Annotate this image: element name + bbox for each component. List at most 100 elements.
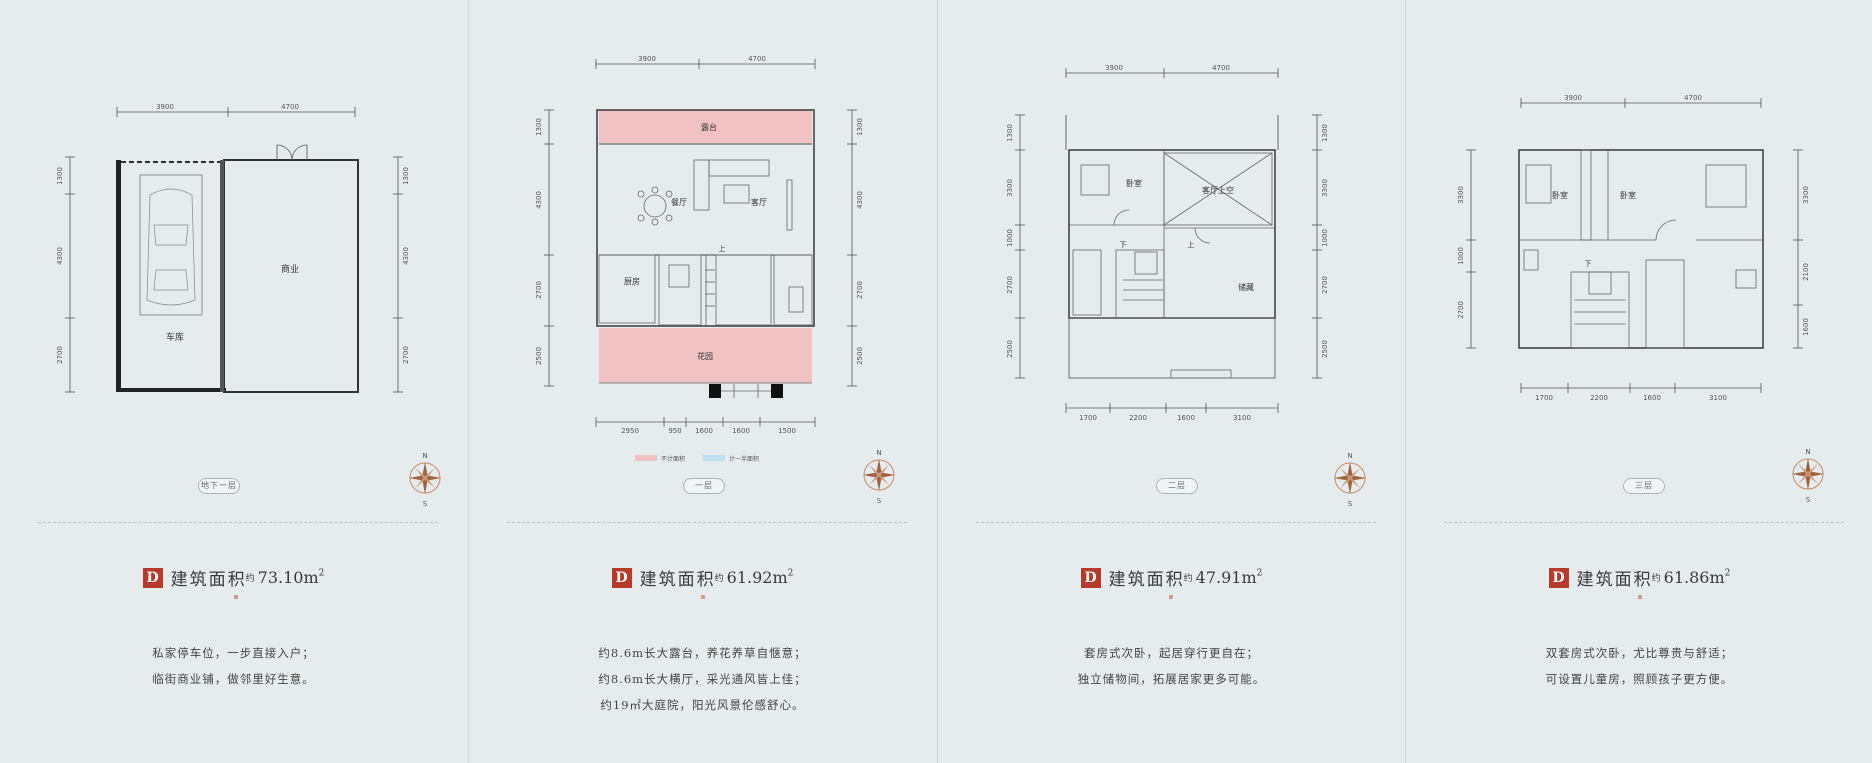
room-bedroom-2: 卧室 (1620, 190, 1636, 200)
panel-basement: 3900 4700 1300 4300 2700 1300 4300 2700 … (0, 0, 467, 763)
svg-text:1000: 1000 (1457, 247, 1465, 265)
stair-up-label: 上 (719, 244, 726, 253)
description: 套房式次卧，起居穿行更自在； 独立储物间，拓展居家更多可能。 (938, 640, 1405, 692)
svg-text:1600: 1600 (1643, 394, 1661, 402)
room-living: 客厅 (751, 197, 767, 207)
svg-text:1300: 1300 (1321, 124, 1329, 142)
divider (38, 522, 438, 523)
svg-text:1700: 1700 (1535, 394, 1553, 402)
svg-text:3300: 3300 (1802, 186, 1810, 204)
basement-floorplan: 3900 4700 1300 4300 2700 1300 4300 2700 … (56, 103, 410, 393)
stair-down-label: 下 (1585, 260, 1592, 268)
panel-first-floor: 3900 4700 1300 4300 2700 2500 1300 4300 … (469, 0, 936, 763)
desc-line: 约19㎡大庭院，阳光风景伦感舒心。 (600, 698, 805, 712)
area-label: 建筑面积 (1576, 570, 1653, 590)
svg-text:1300: 1300 (1006, 124, 1014, 142)
svg-text:3300: 3300 (1006, 179, 1014, 197)
area-unit-sup: 2 (1724, 568, 1731, 579)
svg-text:2100: 2100 (1802, 263, 1810, 281)
svg-text:S: S (1806, 496, 1811, 504)
garden-area (599, 328, 812, 383)
svg-text:2700: 2700 (1457, 301, 1465, 319)
desc-line: 可设置儿童房，照顾孩子更方便。 (1545, 672, 1734, 686)
svg-text:N: N (422, 452, 427, 460)
room-dining: 餐厅 (671, 198, 687, 207)
desc-line: 双套房式次卧，尤比尊贵与舒适； (1545, 646, 1734, 660)
legend-half-area: 计一半面积 (729, 455, 759, 463)
area-unit-sup: 2 (318, 568, 325, 579)
svg-text:2200: 2200 (1590, 394, 1608, 402)
description: 约8.6m长大露台，养花养草自惬意； 约8.6m长大横厅，采光通风皆上佳； 约1… (469, 640, 936, 718)
description: 双套房式次卧，尤比尊贵与舒适； 可设置儿童房，照顾孩子更方便。 (1406, 640, 1872, 692)
ornament (701, 595, 705, 599)
area-value: 47.91m (1195, 568, 1257, 587)
type-badge: D (142, 567, 163, 588)
svg-text:S: S (1348, 500, 1353, 508)
divider (507, 522, 907, 523)
legend-swatch-half-area (703, 455, 725, 461)
floor-label: 三层 (1623, 478, 1665, 494)
svg-text:2700: 2700 (1006, 276, 1014, 294)
area-value: 73.10m (257, 568, 319, 587)
desc-line: 约8.6m长大露台，养花养草自惬意； (598, 646, 807, 660)
dim-left-3: 2700 (56, 346, 64, 364)
stair-up-label: 上 (1188, 240, 1195, 249)
area-label: 建筑面积 (170, 570, 247, 590)
description: 私家停车位，一步直接入户； 临街商业铺，做邻里好生意。 (0, 640, 467, 692)
svg-text:2950: 2950 (621, 427, 639, 435)
svg-text:1000: 1000 (1006, 229, 1014, 247)
first-floor-plan: 3900 4700 1300 4300 2700 2500 1300 4300 … (535, 55, 864, 463)
legend-swatch-no-area (635, 455, 657, 461)
room-bedroom: 卧室 (1126, 178, 1142, 188)
divider (976, 522, 1376, 523)
third-floor-plan: 3900 4700 3300 1000 2700 3300 2100 1600 … (1457, 94, 1810, 402)
area-unit-sup: 2 (1256, 568, 1263, 579)
svg-text:N: N (1347, 452, 1352, 460)
area-unit-sup: 2 (787, 568, 794, 579)
dim-right-1: 1300 (402, 167, 410, 185)
svg-text:1600: 1600 (1802, 318, 1810, 336)
svg-text:4700: 4700 (1212, 64, 1230, 72)
room-living-void: 客厅上空 (1202, 185, 1234, 195)
panel-separator (937, 0, 938, 763)
svg-text:4300: 4300 (535, 191, 543, 209)
room-terrace: 露台 (701, 122, 717, 132)
svg-text:1600: 1600 (732, 427, 750, 435)
divider (1444, 522, 1844, 523)
ornament (234, 595, 238, 599)
dim-right-2: 4300 (402, 247, 410, 265)
svg-text:S: S (877, 497, 882, 505)
svg-text:3900: 3900 (638, 55, 656, 63)
dim-left-1: 1300 (56, 167, 64, 185)
svg-text:1000: 1000 (1321, 229, 1329, 247)
floor-label: 二层 (1156, 478, 1198, 494)
dim-right-3: 2700 (402, 346, 410, 364)
svg-text:2700: 2700 (856, 281, 864, 299)
room-garden: 花园 (697, 351, 713, 361)
room-commercial: 商业 (281, 263, 299, 275)
desc-line: 约8.6m长大横厅，采光通风皆上佳； (598, 672, 807, 686)
svg-text:3100: 3100 (1233, 414, 1251, 422)
svg-text:2500: 2500 (856, 347, 864, 365)
area-approx: 约 (1183, 574, 1193, 584)
second-floor-plan: 3900 4700 1300 3300 1000 2700 2500 1300 … (1006, 64, 1329, 422)
compass-icon: N S (1792, 448, 1824, 504)
desc-line: 临街商业铺，做邻里好生意。 (152, 672, 315, 686)
desc-line: 独立储物间，拓展居家更多可能。 (1077, 672, 1266, 686)
terrace-area (599, 110, 812, 143)
compass-icon: N S (1334, 452, 1366, 508)
type-badge: D (1080, 567, 1101, 588)
svg-text:1300: 1300 (535, 118, 543, 136)
svg-text:2500: 2500 (535, 347, 543, 365)
room-storage: 储藏 (1238, 282, 1254, 292)
desc-line: 套房式次卧，起居穿行更自在； (1084, 646, 1259, 660)
svg-text:2700: 2700 (535, 281, 543, 299)
svg-text:1600: 1600 (1177, 414, 1195, 422)
area-approx: 约 (245, 574, 255, 584)
svg-text:3300: 3300 (1457, 186, 1465, 204)
svg-text:2200: 2200 (1129, 414, 1147, 422)
